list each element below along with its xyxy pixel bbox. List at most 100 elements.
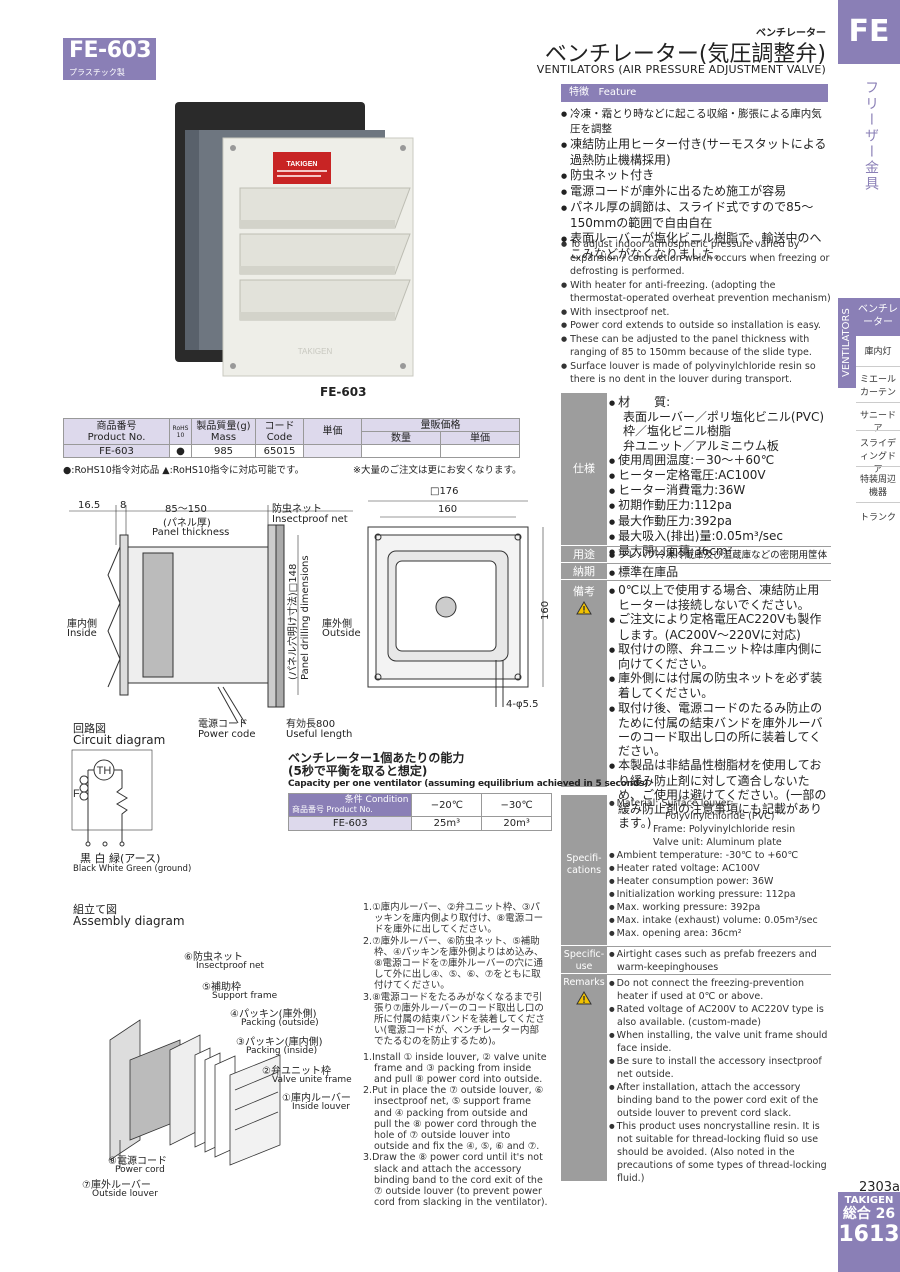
use-text-en: Airtight cases such as prefab freezers a… [609, 948, 831, 974]
price-note: ●:RoHS10指令対応品 ▲:RoHS10指令に対応可能です。 ※大量のご注文… [63, 462, 523, 476]
feature-item-en: To adjust indoor atmospheric pressure va… [561, 238, 831, 279]
spec-material-line: 弁ユニット／アルミニウム板 [623, 438, 779, 453]
cell-price [303, 444, 362, 458]
side-nav-item[interactable]: 特装周辺機器 [859, 475, 896, 498]
capacity-table: 条件 Condition 商品番号 Product No. −20℃ −30℃ … [287, 793, 552, 831]
remark-item: 取付け後、電源コードのたるみ防止のために付属の結束バンドを庫外ルーバーのコード取… [609, 701, 831, 759]
assy-step: 3.⑧電源コードをたるみがなくなるまで引張り⑦庫外ルーバーのコード取出し口の所に… [363, 991, 545, 1048]
circuit-f: F [73, 788, 80, 800]
spec-material-en: Valve unit: Aluminum plate [653, 837, 782, 848]
capacity-title-ja: ベンチレーター1個あたりの能力 [288, 751, 465, 765]
feature-item: 防虫ネット付き [561, 168, 831, 184]
side-nav-item[interactable]: トランク [859, 513, 896, 523]
col-product: 商品番号 [96, 420, 137, 432]
circuit-title: 回路図 [73, 722, 106, 735]
side-nav-item[interactable]: 庫内灯 [864, 347, 892, 357]
cell-bulk-price [440, 444, 520, 458]
spec-item: 使用周囲温度:－30〜＋60℃ [609, 453, 831, 468]
model-number: FE-603 [69, 38, 152, 63]
assembly-title-en: Assembly diagram [73, 914, 185, 928]
feature-item-en: Surface louver is made of polyvinylchlor… [561, 360, 831, 387]
section-tab[interactable]: FE [838, 0, 900, 64]
col-qty: 数量 [361, 431, 441, 445]
col-bulk-unit: 単価 [440, 431, 520, 445]
side-nav-item[interactable]: ミエールカーテン [859, 375, 896, 398]
remark-item: 取付けの際、弁ユニット枠は庫内側に向けてください。 [609, 642, 831, 671]
spec-item-en: Max. intake (exhaust) volume: 0.05m³/sec [609, 914, 831, 927]
photo-sticker: TAKIGEN [287, 161, 318, 168]
price-note-left: ●:RoHS10指令対応品 ▲:RoHS10指令に対応可能です。 [63, 465, 305, 476]
cap-col-product: 商品番号 Product No. [292, 805, 373, 814]
front-view-drawing [367, 500, 544, 707]
spec-item: ヒーター定格電圧:AC100V [609, 468, 831, 483]
dim-label: 160 [540, 600, 551, 620]
remark-item: 0℃以上で使用する場合、凍結防止用ヒーターは接続しないでください。 [609, 583, 831, 612]
col-rohs-sub: 10 [176, 431, 185, 439]
remarks-label-en-box: Remarks [561, 975, 607, 1181]
assy-step-en: 2.Put in place the ⑦ outside louver, ⑥ i… [363, 1085, 544, 1153]
use-label: 用途 [561, 547, 607, 562]
dim-label: 16.5 [78, 500, 101, 511]
delivery-text: 標準在庫品 [609, 565, 831, 580]
cell-code: 65015 [255, 444, 304, 458]
page-title-en: VENTILATORS (AIR PRESSURE ADJUSTMENT VAL… [536, 63, 826, 76]
assy-label-en: Support frame [212, 991, 278, 1001]
assy-label-en: Power cord [115, 1165, 165, 1175]
remark-item: 庫外側には付属の防虫ネットを必ず装着してください。 [609, 671, 831, 700]
dim-label: 160 [438, 504, 458, 515]
side-nav-item[interactable]: サニードア [859, 411, 896, 434]
side-nav-current[interactable]: ベンチレーター [856, 298, 900, 336]
cap-col-condition: 条件 Condition [344, 795, 409, 805]
assy-label: ②弁ユニット枠 [262, 1066, 331, 1077]
col-bulk: 量販価格 [361, 418, 520, 432]
col-rohs: RoHS [172, 424, 189, 432]
catalog-code: 2303a [858, 1180, 900, 1195]
remark-item-en: When installing, the valve unit frame sh… [609, 1029, 831, 1055]
dim-label: Outside [322, 628, 361, 639]
feature-item-en: These can be adjusted to the panel thick… [561, 333, 831, 360]
remark-item-en: Do not connect the freezing-prevention h… [609, 977, 831, 1003]
dim-label: 85〜150 [165, 504, 207, 515]
circuit-wires: 黒 白 緑(アース) [80, 852, 161, 865]
spec-item: 初期作動圧力:112pa [609, 498, 831, 513]
assy-label: ⑥防虫ネット [184, 952, 243, 963]
remark-item-en: This product uses noncrystalline resin. … [609, 1120, 831, 1185]
side-nav-item[interactable]: スライディングドア [859, 439, 896, 475]
col-unit-price: 単価 [303, 418, 362, 445]
dim-label: 防虫ネット [272, 504, 322, 515]
assembly-drawing [109, 1019, 281, 1168]
col-code: コード [264, 420, 295, 432]
dim-label: 電源コード [198, 719, 248, 730]
spec-material-en: Material: Surface louver: [609, 797, 831, 810]
feature-item-en: Power cord extends to outside so install… [561, 319, 831, 333]
side-nav-vertical-label: VENTILATORS [838, 298, 856, 388]
side-view-drawing [69, 505, 353, 724]
spec-item-en: Ambient temperature: -30℃ to +60℃ [609, 849, 831, 862]
spec-material-en: Frame: Polyvinylchloride resin [653, 824, 796, 835]
remark-item-en: Be sure to install the accessory insectp… [609, 1055, 831, 1081]
spec-material-en: Polyvinylchloride (PVC) [665, 811, 775, 822]
assembly-steps: 1.①庫内ルーバー、②弁ユニット枠、③パッキンを庫内側より取付け、⑧電源コードを… [363, 902, 548, 1208]
circuit-th: TH [97, 765, 112, 777]
capacity-title: ベンチレーター1個あたりの能力 (5秒で平衡を取ると想定) Capacity p… [288, 752, 648, 791]
cap-cell-product: FE-603 [287, 816, 413, 831]
use-text: プレハブ冷凍冷蔵庫及び温蔵庫などの密閉用筐体 [609, 548, 831, 563]
spec-item-en: Max. opening area: 36cm² [609, 927, 831, 940]
assy-label: ③パッキン(庫内側) [236, 1037, 323, 1048]
dim-label: □176 [430, 486, 459, 497]
remarks-label-box: 備考 [561, 581, 607, 787]
cell-qty [361, 444, 441, 458]
assy-label: ⑤補助枠 [202, 982, 241, 993]
assy-label-en: Packing (inside) [246, 1046, 318, 1056]
feature-label-en: Feature [598, 87, 637, 98]
spec-material-head: 材 質: [609, 395, 831, 410]
feature-list-en: To adjust indoor atmospheric pressure va… [561, 238, 831, 387]
feature-item-en: With heater for anti-freezing. (adopting… [561, 279, 831, 306]
cap-col-c1: −20℃ [411, 793, 483, 817]
assy-label: ⑧電源コード [108, 1156, 167, 1167]
page-title: ベンチレーター(気圧調整弁) [544, 42, 826, 67]
cell-rohs: ● [169, 444, 192, 458]
spec-label-en: Specifi-cations [561, 795, 607, 945]
spec-label: 仕様 [561, 393, 607, 545]
spec-item: ヒーター消費電力:36W [609, 483, 831, 498]
